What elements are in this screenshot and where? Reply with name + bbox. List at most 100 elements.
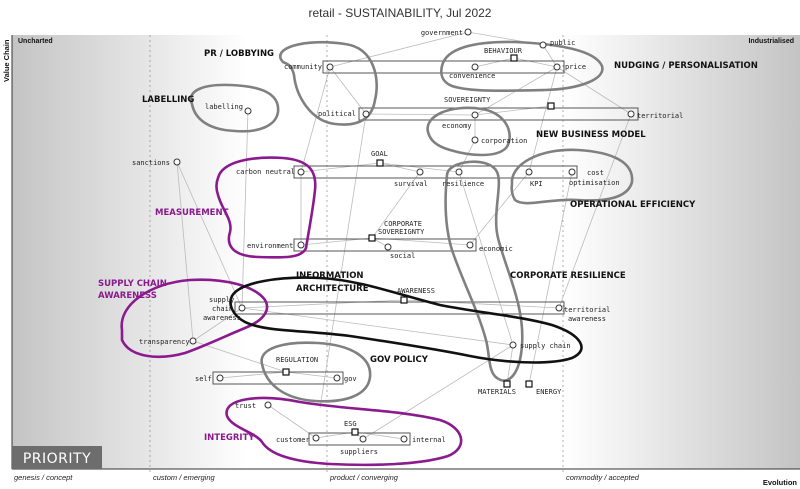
pipeline-goal [293, 165, 578, 179]
node-territorial[interactable] [627, 110, 635, 118]
node-public[interactable] [539, 41, 547, 49]
node-transparency[interactable] [189, 337, 197, 345]
blob-corporate-resilience [444, 160, 524, 382]
y-axis-label: Value Chain [2, 39, 11, 82]
node-gov[interactable] [333, 374, 341, 382]
node-corporation[interactable] [471, 136, 479, 144]
stage-genesis: genesis / concept [14, 473, 73, 482]
node-corporate-sovereignty[interactable] [368, 234, 376, 242]
node-internal[interactable] [400, 435, 408, 443]
label-territorial-awareness-2: awareness [568, 315, 606, 323]
map-title: retail - SUSTAINABILITY, Jul 2022 [309, 6, 492, 20]
pipeline-awareness [234, 301, 565, 315]
label-corporation: corporation [481, 137, 527, 145]
label-internal: internal [412, 436, 446, 444]
node-social[interactable] [384, 243, 392, 251]
components [173, 28, 635, 443]
node-economic[interactable] [466, 241, 474, 249]
node-sovereignty[interactable] [547, 102, 555, 110]
node-customer[interactable] [312, 434, 320, 442]
label-trust: trust [235, 402, 256, 410]
node-community[interactable] [326, 63, 334, 71]
node-self[interactable] [216, 374, 224, 382]
region-corporate-resilience: CORPORATE RESILIENCE [510, 271, 626, 281]
blob-labelling [189, 83, 280, 133]
blob-measurement [215, 156, 317, 259]
pipeline-regulation [212, 371, 344, 385]
blob-new-business-model [426, 106, 511, 157]
blob-nudging [440, 40, 604, 93]
region-operational-efficiency: OPERATIONAL EFFICIENCY [570, 200, 696, 210]
pipeline-anchors [282, 54, 555, 436]
node-price[interactable] [553, 63, 561, 71]
blob-supply-chain-awareness [120, 278, 269, 359]
node-labelling[interactable] [244, 107, 252, 115]
label-sanctions: sanctions [132, 159, 170, 167]
node-goal[interactable] [376, 159, 384, 167]
label-supply-chain-awareness-2: chain [212, 305, 233, 313]
label-resilience: resilience [442, 180, 484, 188]
node-convenience[interactable] [471, 63, 479, 71]
node-labels: government public BEHAVIOUR community co… [132, 29, 683, 456]
dependency-links [176, 31, 632, 440]
label-behaviour: BEHAVIOUR [484, 47, 523, 55]
label-sovereignty: SOVEREIGNTY [444, 96, 491, 104]
node-sanctions[interactable] [173, 158, 181, 166]
label-public: public [550, 39, 575, 47]
region-gov-policy: GOV POLICY [370, 355, 429, 365]
node-energy[interactable] [525, 380, 533, 388]
stage-commodity: commodity / accepted [566, 473, 640, 482]
node-political[interactable] [362, 110, 370, 118]
region-supply-chain-awareness-2: AWARENESS [98, 291, 157, 301]
node-esg[interactable] [351, 428, 359, 436]
node-environment[interactable] [297, 241, 305, 249]
region-measurement: MEASUREMENT [155, 208, 229, 218]
label-customer: customer [276, 436, 310, 444]
node-resilience[interactable] [455, 168, 463, 176]
node-regulation[interactable] [282, 368, 290, 376]
label-supply-chain: supply chain [520, 342, 571, 350]
node-survival[interactable] [416, 168, 424, 176]
node-awareness[interactable] [400, 296, 408, 304]
label-carbon-neutral: carbon neutral [236, 168, 295, 176]
node-territorial-awareness[interactable] [555, 304, 563, 312]
node-carbon-neutral[interactable] [297, 168, 305, 176]
industrialised-label: Industrialised [748, 38, 794, 45]
node-behaviour[interactable] [510, 54, 518, 62]
label-environment: environment [247, 242, 293, 250]
label-suppliers: suppliers [340, 448, 378, 456]
label-regulation: REGULATION [276, 356, 318, 364]
node-economy[interactable] [471, 111, 479, 119]
node-cost-optimisation[interactable] [568, 168, 576, 176]
label-community: community [284, 63, 322, 71]
node-supply-chain[interactable] [509, 341, 517, 349]
label-convenience: convenience [449, 72, 495, 80]
node-suppliers[interactable] [359, 435, 367, 443]
blob-information-architecture [229, 276, 583, 364]
label-price: price [565, 63, 586, 71]
node-trust[interactable] [264, 401, 272, 409]
stage-product: product / converging [329, 473, 399, 482]
label-economy: economy [442, 122, 472, 130]
region-information-architecture-1: INFORMATION [296, 271, 364, 281]
label-supply-chain-awareness-3: awareness [203, 314, 241, 322]
pipeline-corporate-sovereignty [293, 238, 477, 252]
node-government[interactable] [464, 28, 472, 36]
region-information-architecture-2: ARCHITECTURE [296, 284, 369, 294]
annotation-blobs-purple [120, 156, 463, 467]
node-materials[interactable] [503, 380, 511, 388]
label-territorial: territorial [637, 112, 683, 120]
label-supply-chain-awareness-1: supply [209, 296, 234, 304]
label-gov: gov [344, 375, 357, 383]
node-supply-chain-awareness[interactable] [238, 304, 246, 312]
label-cost-optimisation-1: cost [587, 169, 604, 177]
label-corporate-sovereignty-2: SOVEREIGNTY [378, 228, 425, 236]
node-kpi[interactable] [525, 168, 533, 176]
label-economic: economic [479, 245, 513, 253]
pipeline-esg [308, 432, 411, 446]
map-area [12, 35, 800, 469]
label-corporate-sovereignty-1: CORPORATE [384, 220, 422, 228]
uncharted-label: Uncharted [18, 38, 53, 45]
region-labelling: LABELLING [142, 95, 194, 105]
